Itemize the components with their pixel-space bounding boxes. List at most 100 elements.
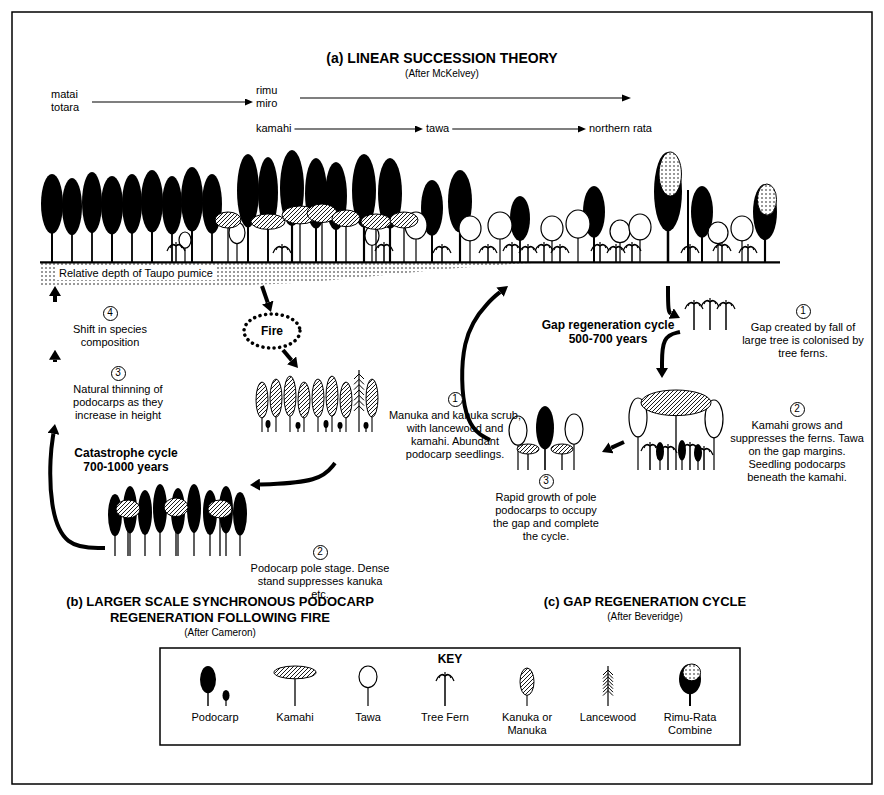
tree-crown (364, 422, 369, 429)
tree-trunk (367, 686, 368, 706)
fern-frond (176, 244, 182, 248)
tree-trunk (383, 246, 385, 262)
cycle-label: Catastrophe cycle 700-1000 years (64, 446, 188, 475)
tawa-tree (359, 666, 377, 706)
node-label: rimu miro (256, 84, 292, 110)
scrub-stage (256, 370, 378, 432)
fern-frond (685, 303, 694, 309)
podocarp-tree (296, 422, 301, 432)
node-label: Fire (261, 325, 283, 338)
legend-label: Tawa (332, 711, 404, 724)
fern-tree (479, 244, 497, 262)
fern-frond (690, 246, 696, 250)
tree-crown (654, 152, 682, 231)
podocarp-tree (101, 176, 123, 262)
tree-trunk (619, 241, 620, 262)
tree-trunk (649, 446, 651, 470)
tree-crown (116, 500, 140, 518)
fern-frond (684, 444, 690, 448)
fern-frond (667, 444, 668, 448)
fern-tree (551, 244, 569, 262)
fern-frond (748, 246, 754, 250)
tree-crown (757, 184, 776, 215)
gap-kamahi (629, 390, 723, 470)
tawa-tree (629, 214, 651, 262)
succession-arrow (300, 97, 622, 98)
gap-stage: 3Rapid growth of pole podocarps to occup… (490, 404, 602, 550)
podocarp-tree (510, 196, 530, 262)
fern-frond (616, 246, 622, 250)
fern-frond (487, 244, 488, 248)
tree-trunk (689, 446, 691, 470)
fern-frond (704, 300, 710, 304)
fern-frond (726, 303, 735, 309)
tree-trunk (559, 248, 561, 262)
succession-arrow (452, 128, 578, 129)
fern-frond (506, 244, 512, 248)
tree-crown (208, 500, 232, 518)
lancewood-tree (603, 666, 613, 706)
tree-trunk (294, 678, 295, 706)
fern-frond (681, 445, 690, 451)
tree-crown (541, 216, 563, 241)
tree-crown (164, 498, 188, 517)
podocarp-tree (378, 158, 402, 262)
fern-frond (433, 247, 442, 253)
gap-stage: 2Kamahi grows and suppresses the ferns. … (624, 378, 868, 486)
pumice-band: Relative depth of Taupo pumice (40, 262, 780, 286)
fern-frond (591, 245, 600, 251)
fern-tree (701, 298, 719, 330)
kamahi-tree (551, 444, 573, 470)
fern-frond (599, 242, 600, 246)
kamahi-tree (274, 666, 316, 706)
tree-crown (122, 174, 142, 234)
fern-frond (713, 245, 722, 251)
tree-trunk (631, 246, 633, 262)
tree-crown (610, 220, 630, 243)
key-symbols (200, 664, 701, 706)
tree-crown (251, 214, 285, 229)
tree-trunk (721, 246, 723, 262)
tree-crown (332, 210, 360, 227)
tree-trunk (511, 246, 513, 262)
fern-frond (282, 247, 291, 253)
node-label: kamahi (256, 122, 291, 135)
tree-trunk (577, 236, 578, 262)
fern-frond (703, 446, 704, 450)
fern-frond (445, 675, 454, 681)
tawa-tree (610, 220, 630, 262)
fern-frond (511, 242, 512, 246)
key-box (160, 648, 740, 745)
fern-frond (632, 245, 641, 251)
fern-frond (535, 245, 544, 251)
fern-frond (689, 244, 690, 248)
tawa-tree (541, 216, 563, 262)
tawa-tree (488, 212, 512, 262)
fern-tree (641, 442, 659, 470)
tree-crown (338, 422, 343, 429)
tree-trunk (527, 248, 529, 262)
tree-crown (270, 379, 282, 417)
rimurata-tree (753, 184, 777, 262)
kanuka-tree (270, 379, 282, 432)
tree-crown (390, 212, 418, 228)
fern-tree (607, 244, 625, 262)
snag-tree (688, 190, 689, 262)
node-label: tawa (426, 122, 449, 135)
ground-line (40, 262, 780, 264)
legend-label: Rimu-Rata Combine (654, 711, 726, 737)
fern-frond (748, 247, 757, 253)
node-label: matai totara (51, 88, 89, 114)
callout-number: 3 (111, 366, 126, 381)
fern-frond (384, 245, 393, 251)
callout-number: 3 (539, 474, 554, 489)
kamahi-tree (307, 204, 337, 262)
podocarp-tree (324, 420, 329, 432)
fern-frond (442, 247, 451, 253)
tree-trunk (637, 434, 638, 470)
fire-ellipse: Fire (242, 312, 302, 350)
tawa-tree (365, 226, 379, 262)
podocarp-tree (141, 170, 163, 262)
kamahi-tree (641, 390, 711, 470)
species-name: matai totara (48, 88, 92, 114)
